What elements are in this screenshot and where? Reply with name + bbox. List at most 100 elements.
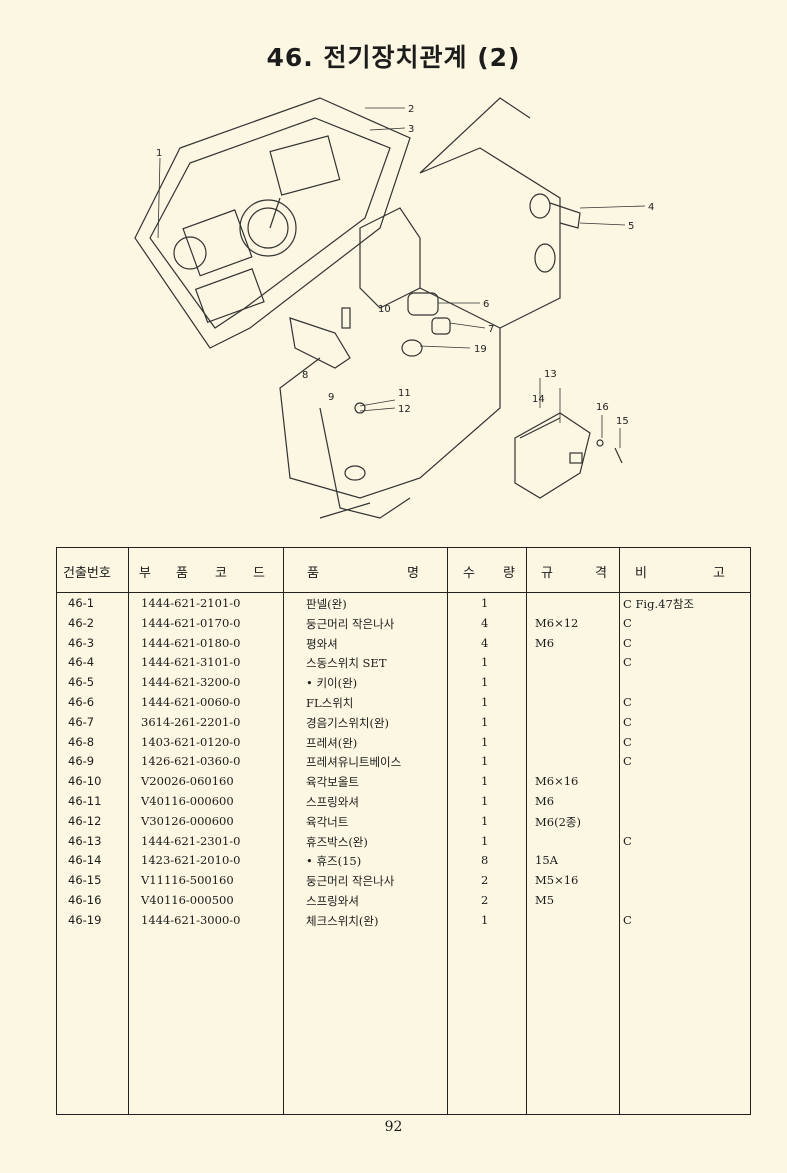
parts-table: 건출번호 부 품 코 드 품 명 수 량 규 격 비 고 46-1 1444-62… [56,547,751,1115]
part-number-cell: 46-5 [68,675,95,690]
remark-cell: C [623,635,632,650]
part-name-cell: FL스위치 [306,696,354,710]
callout-15: 15 [616,416,629,427]
header-spec-1: 규 [541,566,553,581]
fuse-box-drawing [514,412,623,499]
column-divider [619,548,620,1114]
header-spec-2: 격 [595,566,607,581]
page-number: 92 [384,1119,403,1135]
header-qty-2: 량 [503,566,515,581]
specification-cell: M6(2종) [535,814,581,829]
part-number-cell: 46-7 [68,714,95,729]
quantity-cell: 1 [481,734,489,749]
part-number-cell: 46-4 [68,655,95,670]
callout-6: 6 [483,299,489,310]
pressure-switch-drawing [289,307,366,414]
table-header: 건출번호 부 품 코 드 품 명 수 량 규 격 비 고 [57,548,750,593]
specification-cell: M5 [535,893,555,907]
part-name-cell: 스프링와셔 [306,894,359,908]
part-number-cell: 46-14 [68,853,102,868]
part-name-cell: 프레셔유니트베이스 [306,755,402,770]
quantity-cell: 1 [481,813,489,828]
part-name-cell: 판넬(완) [306,597,347,611]
part-code-cell: 1444-621-0170-0 [141,615,241,630]
part-name-cell: 휴즈박스(완) [306,834,368,849]
part-name-cell: 체크스위치(완) [306,913,379,928]
part-number-cell: 46-16 [68,893,102,907]
part-name-cell: 경음기스위치(완) [306,715,390,730]
switch-knobs-drawing [401,292,451,357]
part-number-cell: 46-2 [68,615,95,630]
callout-7: 7 [488,324,494,335]
part-name-cell: 스프링와셔 [306,795,359,809]
part-code-cell: V40116-000600 [141,794,234,808]
remark-cell: C [623,833,632,848]
part-code-cell: V40116-000500 [141,893,234,907]
quantity-cell: 1 [481,833,489,848]
part-number-cell: 46-19 [68,912,102,927]
part-number-cell: 46-10 [68,774,102,789]
part-code-cell: V30126-000600 [141,813,234,828]
callout-1: 1 [156,148,162,159]
part-name-cell: 둥근머리 작은나사 [306,616,395,631]
specification-cell: M6×12 [535,615,579,630]
instrument-panel-drawing [134,97,411,349]
quantity-cell: 4 [481,615,489,630]
quantity-cell: 1 [481,695,489,709]
header-code-4: 드 [253,566,265,581]
part-code-cell: 1426-621-0360-0 [141,754,241,769]
remark-cell: C [623,714,632,729]
quantity-cell: 4 [481,635,489,650]
part-code-cell: 1444-621-0060-0 [141,695,241,709]
header-code-3: 코 [215,566,227,581]
remark-cell: C [623,754,632,769]
header-code-1: 부 [139,566,151,581]
callout-12: 12 [398,404,411,415]
callout-2: 2 [408,104,414,115]
part-code-cell: 1444-621-3101-0 [141,655,241,670]
callout-3: 3 [408,124,414,135]
specification-cell: M5×16 [535,873,579,888]
part-code-cell: 1444-621-2101-0 [141,596,241,610]
part-number-cell: 46-8 [68,734,95,749]
part-name-cell: • 휴즈(15) [306,854,362,869]
callout-8: 8 [302,370,308,381]
part-code-cell: 1444-621-0180-0 [141,635,241,650]
part-number-cell: 46-11 [68,794,102,808]
callout-10: 10 [378,304,391,315]
quantity-cell: 1 [481,675,489,690]
part-name-cell: 프레셔(완) [306,735,358,750]
callout-9: 9 [328,392,334,403]
header-qty-1: 수 [463,566,475,581]
quantity-cell: 1 [481,754,489,769]
header-name-1: 품 [307,566,319,581]
part-code-cell: 1403-621-0120-0 [141,734,241,749]
part-number-cell: 46-12 [68,813,102,828]
quantity-cell: 1 [481,774,489,789]
quantity-cell: 1 [481,596,489,610]
column-divider [283,548,284,1114]
part-number-cell: 46-9 [68,754,95,769]
part-number-cell: 46-1 [68,596,95,610]
remark-cell: C [623,912,632,927]
header-part-number: 건출번호 [63,566,111,581]
header-name-2: 명 [407,566,419,581]
part-number-cell: 46-15 [68,873,102,888]
quantity-cell: 2 [481,873,489,888]
quantity-cell: 2 [481,893,489,907]
part-code-cell: 1444-621-3200-0 [141,675,241,690]
header-note-1: 비 [635,566,647,581]
quantity-cell: 1 [481,912,489,927]
specification-cell: M6 [535,635,555,650]
